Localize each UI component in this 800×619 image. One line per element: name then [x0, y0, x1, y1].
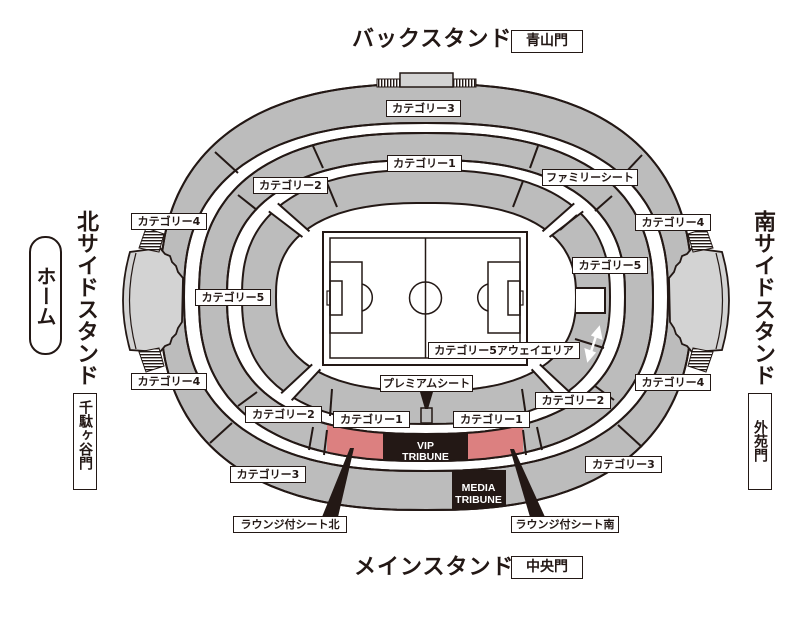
label-category-1-bottom-left: カテゴリー1 [333, 411, 410, 428]
north-stand-building [122, 247, 184, 353]
premium-seat-box [420, 407, 433, 424]
vip-tribune-line1: VIP [417, 440, 434, 452]
south-side-stand-title: 南サイドスタンド [750, 210, 775, 386]
sendagaya-gate-label: 千駄ヶ谷門 [73, 393, 97, 490]
label-lounge-seat-north: ラウンジ付シート北 [233, 516, 347, 533]
gaien-gate-label: 外苑門 [748, 393, 772, 490]
back-stand-building [399, 72, 454, 88]
label-category-3-bottom-left: カテゴリー3 [230, 466, 306, 483]
double-arrow-icon [584, 325, 603, 363]
label-category-2-top-left: カテゴリー2 [253, 177, 328, 194]
label-category-5-left: カテゴリー5 [195, 289, 271, 306]
label-category-3-top: カテゴリー3 [386, 100, 461, 117]
north-side-stand-title: 北サイドスタンド [73, 210, 98, 386]
label-category-5-away-area: カテゴリー5アウェイエリア [428, 342, 580, 359]
label-premium-seat: プレミアムシート [380, 375, 473, 392]
chuo-gate-label: 中央門 [511, 556, 583, 579]
premium-seat-pointer [420, 392, 433, 409]
label-category-4-bottom-right: カテゴリー4 [635, 374, 711, 391]
north-stand-frame-line [128, 252, 137, 350]
media-tribune-line1: MEDIA [462, 482, 496, 494]
inner-ring-corner-openings [268, 202, 584, 401]
back-stand-title: バックスタンド [352, 27, 513, 52]
label-category-5-right: カテゴリー5 [572, 257, 648, 274]
label-category-4-bottom-left: カテゴリー4 [131, 373, 207, 390]
label-category-1-bottom-right: カテゴリー1 [453, 411, 530, 428]
label-category-4-top-right: カテゴリー4 [635, 214, 711, 231]
main-stand-title: メインスタンド [354, 555, 515, 580]
label-family-seat: ファミリーシート [542, 169, 638, 186]
lounge-north-pointer [322, 448, 354, 517]
label-category-1-top: カテゴリー1 [387, 155, 462, 172]
label-category-4-top-left: カテゴリー4 [131, 213, 207, 230]
south-stand-frame-line [715, 252, 724, 350]
media-tribune-block [452, 470, 506, 510]
lounge-south-pointer [510, 449, 545, 517]
label-category-2-bottom-left: カテゴリー2 [245, 406, 322, 423]
media-tribune-line2: TRIBUNE [455, 494, 502, 506]
aoyama-gate-label: 青山門 [511, 30, 583, 53]
vip-tribune-line2: TRIBUNE [402, 451, 449, 463]
label-category-2-bottom-right: カテゴリー2 [535, 392, 611, 409]
middle-ring-dividers [237, 145, 615, 456]
outer-ring-dividers [209, 151, 643, 448]
south-stand-building [668, 247, 730, 353]
player-tunnel-notch [576, 287, 606, 314]
label-category-3-bottom-right: カテゴリー3 [585, 456, 662, 473]
home-badge: ホーム [29, 236, 62, 355]
home-badge-label: ホーム [33, 265, 57, 326]
label-lounge-seat-south: ラウンジ付シート南 [511, 516, 619, 533]
